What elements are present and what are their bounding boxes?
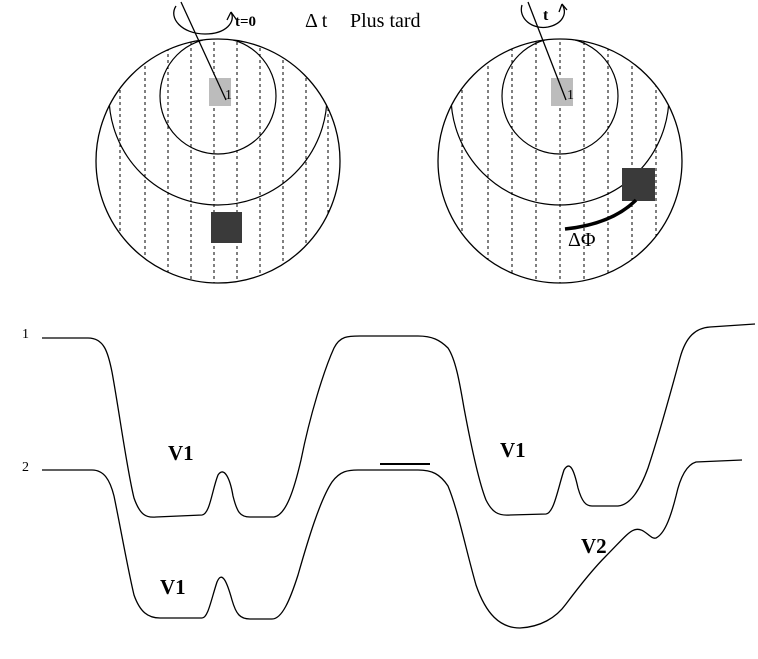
left-target-square [211, 212, 242, 243]
right-disk-stripes [461, 39, 657, 283]
left-disk-stripes [119, 39, 329, 283]
trace-2-label: 2 [22, 460, 29, 475]
left-source-label: 1 [225, 88, 232, 103]
trace-1 [42, 323, 756, 518]
trace-1-label: 1 [22, 327, 29, 342]
delta-t-label: Δ t [305, 10, 328, 32]
right-target-square [622, 168, 655, 201]
right-source-square [551, 78, 573, 106]
dip-label-v1-lower-left: V1 [160, 575, 186, 599]
right-wave-small [501, 39, 619, 155]
phase-label: ΔΦ [568, 229, 596, 251]
t0-label: t=0 [235, 14, 257, 30]
dip-label-v2-lower-right: V2 [581, 534, 607, 558]
left-rotation-arrow [173, 1, 237, 101]
dip-label-v1-upper-right: V1 [500, 438, 526, 462]
right-disk-outline [437, 38, 683, 284]
right-disk: 1 [437, 38, 683, 284]
phase-shift-arc [564, 198, 638, 231]
traces [42, 323, 756, 629]
t-label: t [543, 7, 549, 24]
right-source-label: 1 [567, 88, 574, 103]
trace-2 [42, 459, 743, 629]
left-disk: 1 [95, 38, 341, 284]
dip-label-v1-upper-left: V1 [168, 441, 194, 465]
left-disk-outline [95, 38, 341, 284]
left-wave-small [159, 39, 277, 155]
right-rotation-arrow [520, 1, 568, 101]
later-label: Plus tard [350, 10, 421, 32]
